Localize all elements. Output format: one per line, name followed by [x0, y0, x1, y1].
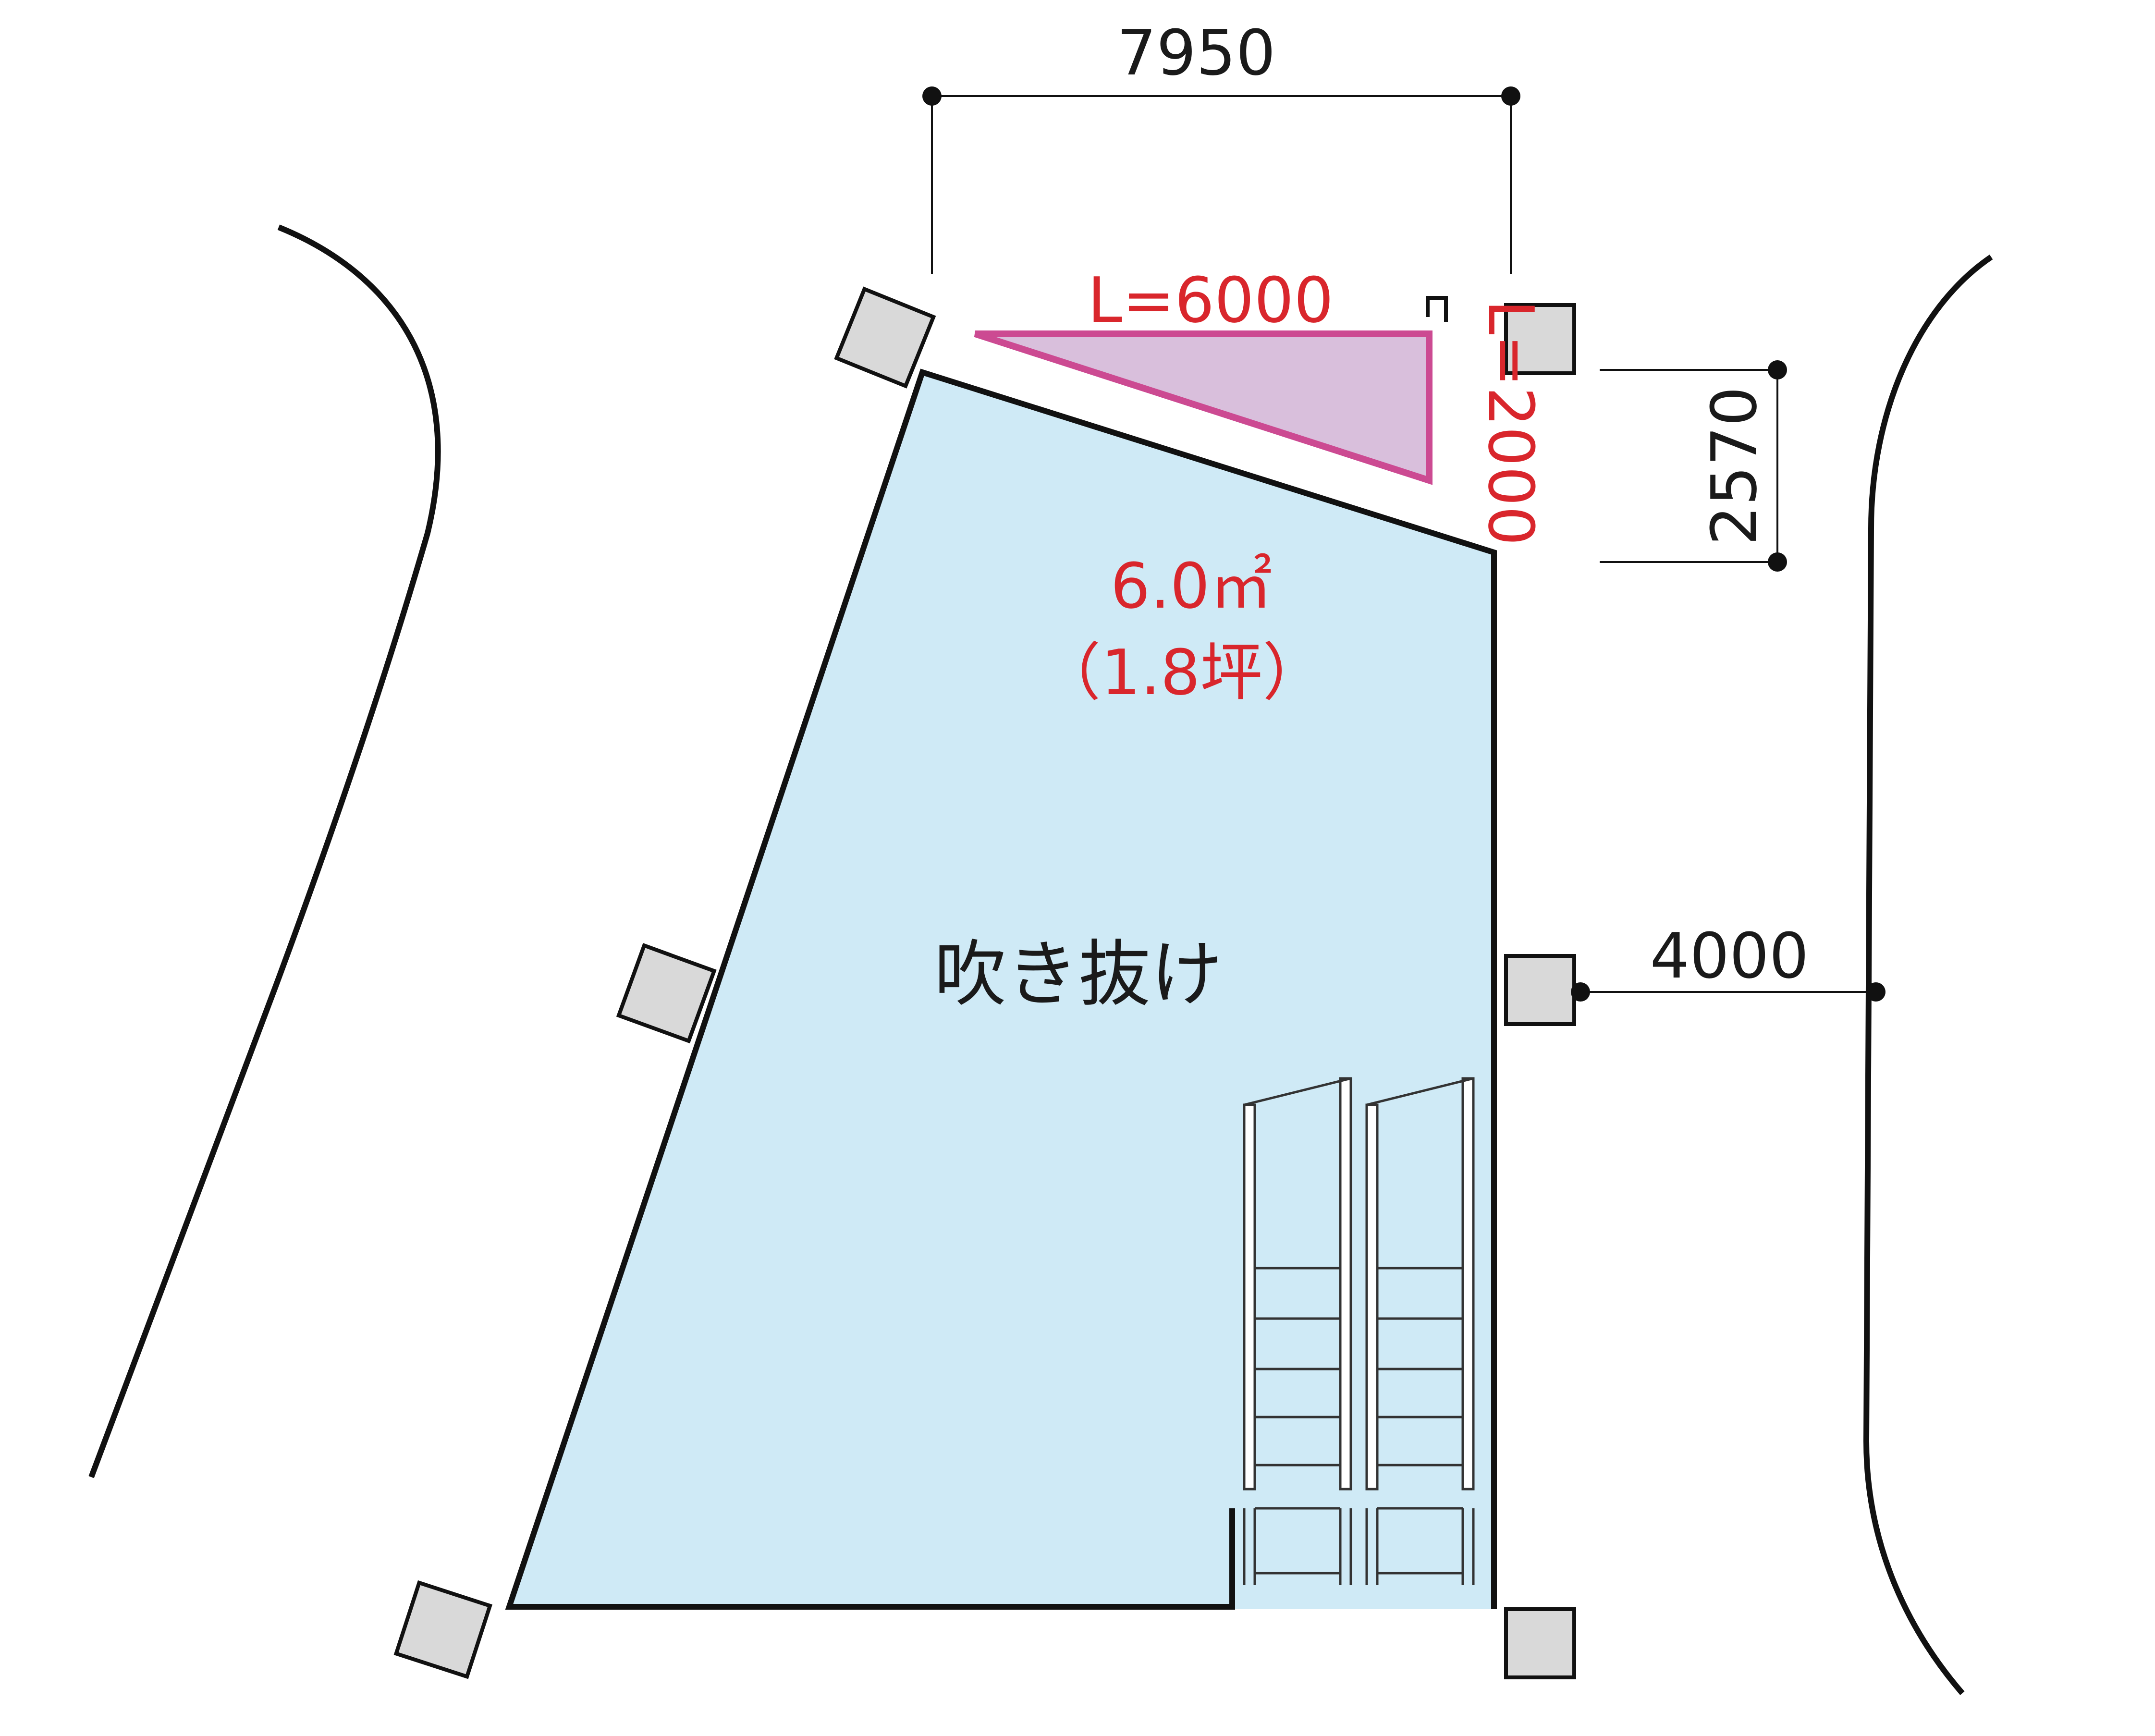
stair-rail-left-inner [1339, 1077, 1352, 1491]
left-curved-wall [88, 224, 441, 1479]
right-curved-wall [1863, 255, 1993, 1695]
column-top-left [834, 286, 936, 389]
stair-rail-right-inner [1461, 1077, 1475, 1491]
column-mid-left [616, 943, 717, 1044]
column-top-right [1504, 303, 1576, 375]
dimension-offset-dot-right [1866, 982, 1886, 1002]
dimension-top-dot-left [922, 86, 942, 106]
dimension-right [1600, 369, 1778, 563]
triangle-vertical-label: L=2000 [1474, 300, 1547, 546]
triangle-area [974, 330, 1433, 485]
stair-rail-left-outer [1243, 1103, 1256, 1491]
dimension-top-label: 7950 [1117, 16, 1276, 89]
triangle-horizontal-label: L=6000 [1088, 264, 1334, 337]
column-bottom-left [393, 1580, 493, 1679]
dimension-top [931, 95, 1512, 274]
void-label: 吹き抜け [934, 933, 1223, 1016]
triangle-marker [1426, 296, 1448, 322]
dimension-top-dot-right [1501, 86, 1520, 106]
column-mid-right [1504, 954, 1576, 1026]
dimension-right-dot-bottom [1768, 552, 1787, 572]
void-outline [505, 368, 1497, 1610]
dimension-right-label: 2570 [1698, 387, 1771, 546]
dimension-right-dot-top [1768, 360, 1787, 379]
area-tsubo-label: （1.8坪） [1039, 636, 1325, 709]
area-sqm-label: 6.0㎡ [1111, 550, 1273, 623]
dimension-offset-dot-left [1571, 982, 1590, 1002]
column-bottom-right [1504, 1607, 1576, 1679]
stairs [1243, 1077, 1475, 1585]
columns [393, 286, 1576, 1679]
dimension-offset-label: 4000 [1650, 919, 1809, 992]
stair-rail-right-outer [1365, 1103, 1379, 1491]
